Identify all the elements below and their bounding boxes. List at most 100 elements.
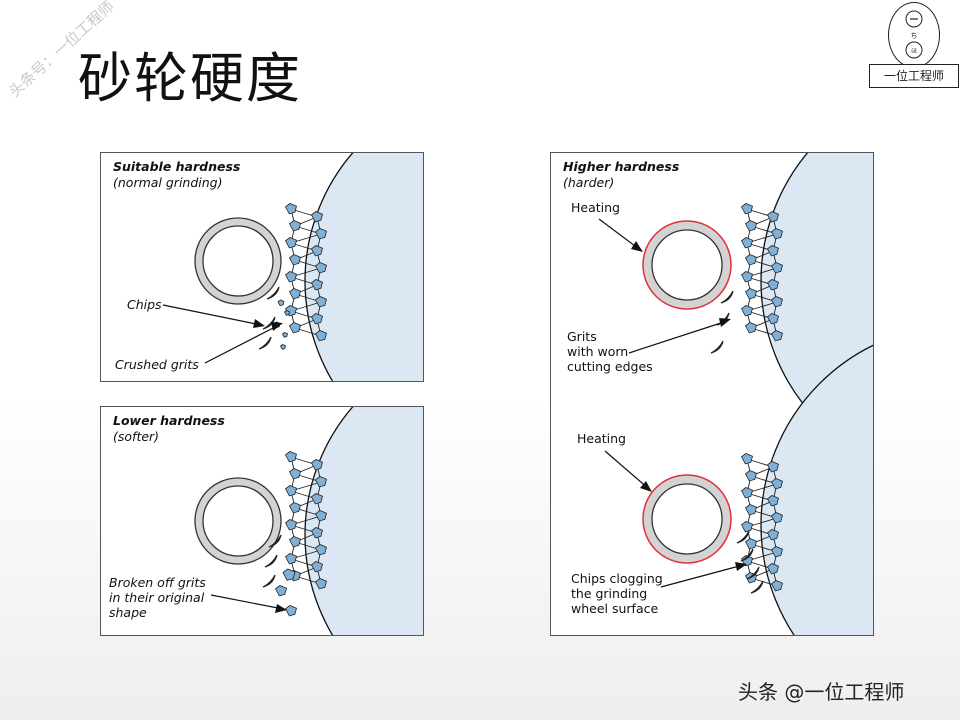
grit-network-top [740,203,783,342]
chip [720,290,734,304]
grit [310,561,323,573]
grit [284,271,297,283]
grit [740,203,753,215]
panel-lower-hardness: Lower hardness (softer) Broken off grits… [100,406,424,636]
grit [314,544,327,556]
grit [740,271,753,283]
label-clog-1: Chips clogging [571,571,663,586]
grit [740,487,753,499]
chip [262,316,276,330]
chip [746,566,760,580]
grit [288,502,301,514]
label-grits-3: cutting edges [567,359,653,374]
grit [288,468,301,480]
grit [770,262,783,274]
grinding-wheel [304,407,423,635]
grit [744,288,757,300]
logo-label: 一位工程师 [869,64,959,88]
chip [268,534,282,548]
chip [266,286,280,300]
grit [766,563,779,575]
grits-arrow [628,320,728,354]
grit [277,299,285,307]
label-broken-3: shape [109,605,147,620]
label-broken-1: Broken off grits [109,575,206,590]
grit [744,504,757,516]
grit [770,512,783,524]
chip [710,340,724,354]
heating-arrow-top [598,218,640,250]
panel-title: Higher hardness [563,159,680,174]
footer-credit: 头条 @一位工程师 [738,680,905,704]
grinding-wheel-bottom [760,344,873,635]
label-broken-2: in their original [109,590,205,605]
grit [279,344,286,350]
grit-network [274,451,327,617]
label-clog-2: the grinding [571,586,648,601]
grit [770,228,783,240]
label-clog-3: wheel surface [571,601,659,616]
panel-subtitle: (softer) [113,429,160,444]
grit [314,228,327,240]
chip [750,580,764,594]
label-heating-top: Heating [571,200,620,215]
chip [258,336,272,350]
logo-emblem-icon: ち ほ [888,2,940,68]
grit [288,220,301,232]
grit [288,322,301,334]
grit [314,476,327,488]
grit [314,578,327,590]
grit [766,211,779,223]
grit [282,568,296,581]
label-grits-1: Grits [567,329,597,344]
grit [288,288,301,300]
grit [274,585,287,597]
label-chips: Chips [127,297,162,312]
grit [770,296,783,308]
grit [744,254,757,266]
heating-arrow-bottom [604,450,650,490]
grit [740,453,753,465]
grit [284,485,297,497]
grit [766,313,779,325]
grit [284,605,297,617]
grit [281,332,288,338]
grit [310,313,323,325]
ring-workpiece [194,477,282,565]
grit-network [273,203,327,350]
grit [770,546,783,558]
grit [770,330,783,342]
grit [288,254,301,266]
grit [744,220,757,232]
grit [766,495,779,507]
lower-diagram [194,407,423,635]
clogging-arrow [660,564,744,588]
panel-subtitle: (normal grinding) [113,175,223,190]
grit [744,470,757,482]
chips [262,534,282,588]
grit [766,529,779,541]
grit [740,305,753,317]
grit [766,245,779,257]
grit [314,296,327,308]
grit [310,459,323,471]
chip [264,554,278,568]
grit [314,262,327,274]
grit [770,478,783,490]
label-grits-2: with worn [567,344,629,359]
grit [314,510,327,522]
suitable-diagram [162,153,423,381]
grit [744,322,757,334]
grit [744,538,757,550]
panel-suitable-hardness: Suitable hardness (normal grinding) Chip… [100,152,424,382]
grit [314,330,327,342]
label-crushed-grits: Crushed grits [115,357,199,372]
grit [766,461,779,473]
grit [310,527,323,539]
chip [262,574,276,588]
grit [284,237,297,249]
grit [284,519,297,531]
grit [740,521,753,533]
grit [766,279,779,291]
chip [736,530,750,544]
